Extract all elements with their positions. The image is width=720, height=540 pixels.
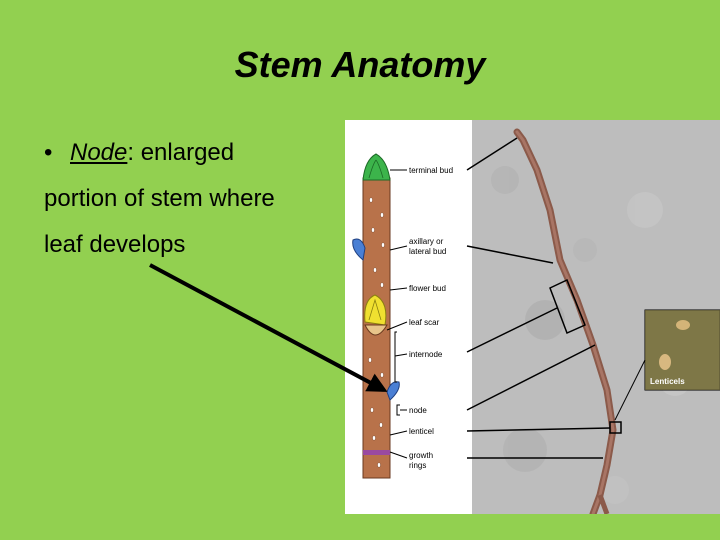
- label-leaf-scar: leaf scar: [409, 318, 440, 327]
- photo-connectors: [466, 137, 611, 459]
- node-bud-icon: [386, 381, 400, 401]
- slide-title: Stem Anatomy: [234, 44, 486, 85]
- label-growth-1: growth: [409, 451, 433, 460]
- lenticel-marker: [609, 421, 622, 434]
- bullet-text-1: : enlarged: [127, 139, 235, 166]
- label-internode: internode: [409, 350, 443, 359]
- label-axillary-2: lateral bud: [409, 247, 446, 256]
- label-terminal-bud: terminal bud: [409, 166, 453, 175]
- bullet-text-3: leaf develops: [44, 231, 186, 258]
- label-flower-bud: flower bud: [409, 284, 446, 293]
- axillary-bud-icon: [352, 238, 366, 261]
- stem-figure: Lenticels: [345, 120, 720, 514]
- label-axillary-1: axillary or: [409, 237, 444, 246]
- bullet-list: • Node: enlarged portion of stem where le…: [44, 130, 344, 268]
- label-growth-2: rings: [409, 461, 426, 470]
- growth-rings-icon: [363, 450, 390, 455]
- label-node: node: [409, 406, 427, 415]
- label-leaders: [386, 169, 408, 459]
- label-lenticel: lenticel: [409, 427, 434, 436]
- stem-diagram: Lenticels: [345, 120, 720, 514]
- inset-label: Lenticels: [650, 377, 685, 386]
- terminal-bud-icon: [362, 153, 391, 181]
- bullet-text-2: portion of stem where: [44, 185, 275, 212]
- bullet-dot-icon: •: [44, 139, 53, 166]
- internode-bracket: [549, 278, 586, 335]
- bullet-term: Node: [70, 139, 128, 166]
- bullet-item: • Node: enlarged: [44, 130, 344, 176]
